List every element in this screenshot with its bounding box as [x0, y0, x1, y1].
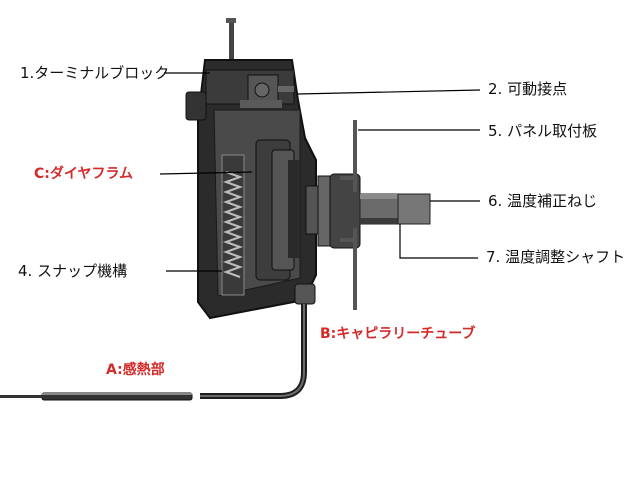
label-temp-adjust-shaft: 7. 温度調整シャフト [486, 248, 626, 266]
shaft-hub [305, 173, 361, 249]
sensing-bulb [0, 392, 193, 401]
label-temp-correction-screw: 6. 温度補正ねじ [488, 192, 598, 210]
terminal-pin [226, 18, 236, 66]
label-snap-mechanism: 4. スナップ機構 [18, 262, 128, 280]
label-sensing-part: A:感熱部 [106, 362, 165, 378]
snap-spring [221, 154, 245, 296]
label-movable-contact: 2. 可動接点 [488, 80, 568, 98]
diaphragm [255, 139, 300, 281]
label-terminal-block: 1.ターミナルブロック [20, 64, 170, 82]
panel-mount-plate [340, 120, 357, 310]
capillary-tube [200, 283, 316, 399]
leader-lines [159, 72, 481, 272]
label-capillary-tube: B:キャピラリーチューブ [320, 326, 476, 342]
label-diaphragm: C:ダイヤフラム [34, 166, 134, 182]
temperature-adjust-shaft [359, 193, 431, 225]
label-panel-mount-plate: 5. パネル取付板 [488, 122, 598, 140]
movable-contact-assembly [240, 74, 294, 108]
